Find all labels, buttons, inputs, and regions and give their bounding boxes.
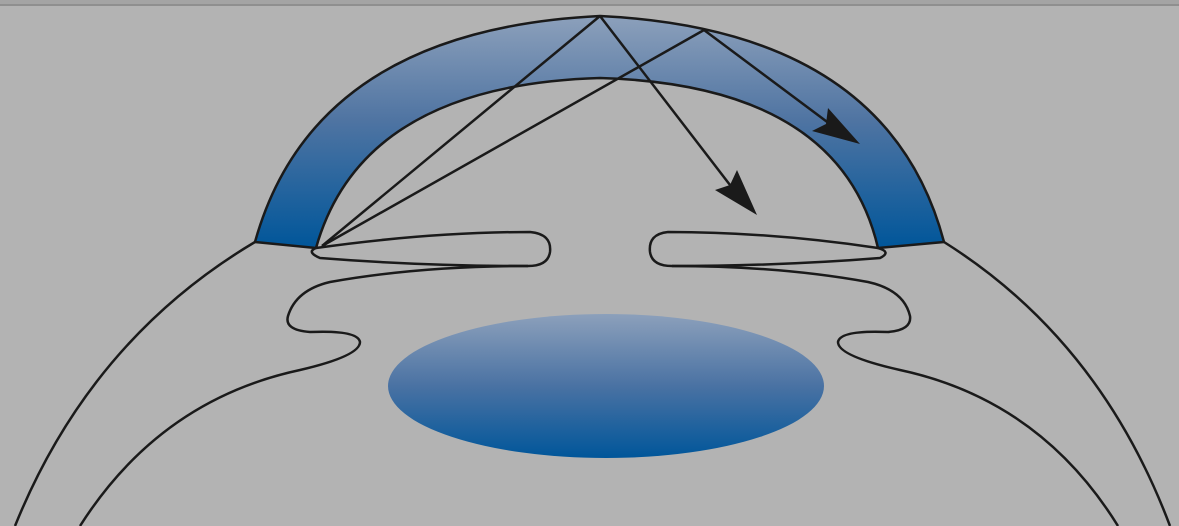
- iris-right: [650, 232, 886, 266]
- arrowhead-1: [715, 170, 757, 215]
- sclera-left-outline: [15, 242, 255, 526]
- iris-left: [312, 232, 550, 266]
- lens: [388, 314, 824, 458]
- sclera-right-outline: [944, 242, 1170, 526]
